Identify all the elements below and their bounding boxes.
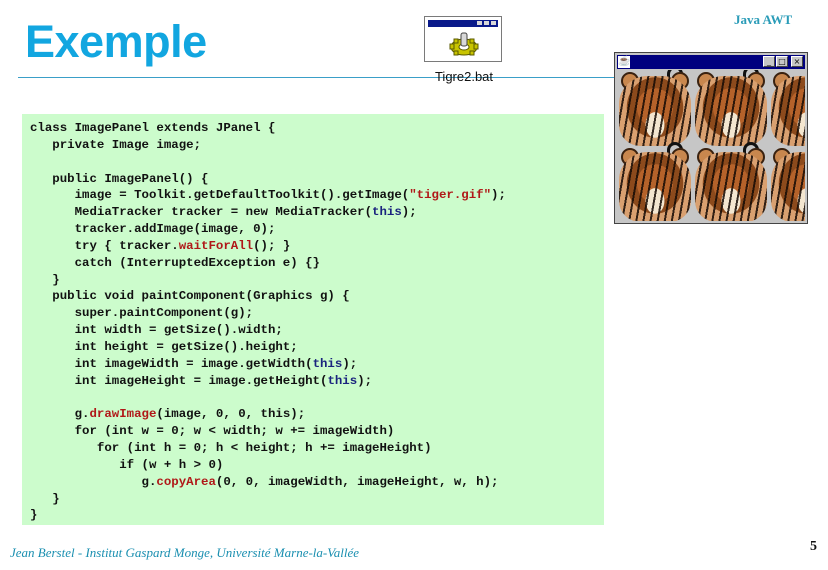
window-title-bar[interactable]: ☕ _ □ × xyxy=(617,55,805,69)
title-divider xyxy=(18,77,618,78)
code-line: for (int w = 0; w < width; w += imageWid… xyxy=(30,424,395,439)
page-number: 5 xyxy=(810,539,817,554)
code-line: int width = getSize().width; xyxy=(30,323,283,338)
tiger-image-tile xyxy=(617,142,693,221)
code-line: g.copyArea(0, 0, imageWidth, imageHeight… xyxy=(30,474,499,489)
desktop-shortcut-tigre2[interactable]: Tigre2.bat xyxy=(424,16,504,86)
code-line: g.drawImage(image, 0, 0, this); xyxy=(30,407,306,422)
java-cup-icon[interactable]: ☕ xyxy=(618,56,631,68)
code-line: MediaTracker tracker = new MediaTracker(… xyxy=(30,205,417,220)
maximize-button[interactable]: □ xyxy=(776,56,788,67)
code-line: catch (InterruptedException e) {} xyxy=(30,255,320,270)
tiger-image-tile xyxy=(617,70,693,146)
batch-file-gear-icon xyxy=(424,16,502,62)
code-line: for (int h = 0; h < height; h += imageHe… xyxy=(30,441,432,456)
code-line: public void paintComponent(Graphics g) { xyxy=(30,289,350,304)
code-line: int height = getSize().height; xyxy=(30,339,298,354)
code-line: tracker.addImage(image, 0); xyxy=(30,222,276,237)
gear-icon xyxy=(449,32,479,56)
code-line: class ImagePanel extends JPanel { xyxy=(30,121,276,135)
desktop-icon-label: Tigre2.bat xyxy=(434,69,494,84)
tiger-image-tile xyxy=(693,142,769,221)
code-line: private Image image; xyxy=(30,137,202,152)
code-line: } xyxy=(30,491,60,506)
awt-image-window: ☕ _ □ × xyxy=(614,52,808,224)
code-line: image = Toolkit.getDefaultToolkit().getI… xyxy=(30,188,506,203)
code-line: int imageHeight = image.getHeight(this); xyxy=(30,373,373,388)
section-header: Java AWT xyxy=(734,12,793,27)
footer-credit: Jean Berstel - Institut Gaspard Monge, U… xyxy=(10,545,359,560)
code-line: int imageWidth = image.getWidth(this); xyxy=(30,356,358,371)
code-line: public ImagePanel() { xyxy=(30,171,209,186)
code-line: if (w + h > 0) xyxy=(30,457,224,472)
code-line: try { tracker.waitForAll(); } xyxy=(30,238,291,253)
code-listing: class ImagePanel extends JPanel { privat… xyxy=(22,114,604,525)
slide-title: Exemple xyxy=(25,16,207,67)
close-button[interactable]: × xyxy=(791,56,803,67)
minimize-button[interactable]: _ xyxy=(763,56,775,67)
image-panel xyxy=(617,70,805,221)
java-source-code: class ImagePanel extends JPanel { privat… xyxy=(30,120,604,524)
tiger-image-tile xyxy=(769,70,805,146)
tiger-image-tile xyxy=(693,70,769,146)
code-line: } xyxy=(30,272,60,287)
code-line: } xyxy=(30,508,38,523)
tiger-image-tile xyxy=(769,146,805,221)
code-line: super.paintComponent(g); xyxy=(30,306,254,321)
